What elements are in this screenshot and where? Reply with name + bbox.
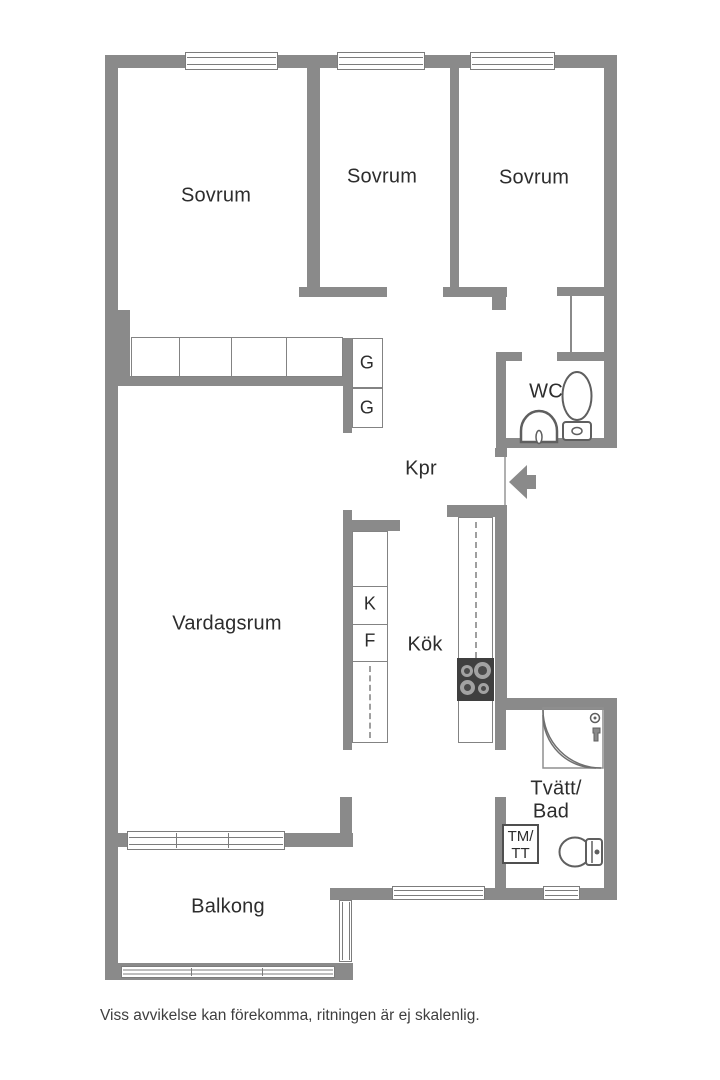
wall-kitchen-stub-left bbox=[343, 520, 400, 531]
window-bathroom bbox=[543, 886, 580, 900]
kitchen-counter-right bbox=[458, 517, 493, 743]
entrance-arrow-icon bbox=[509, 465, 536, 499]
room-label-kitchen: Kök bbox=[407, 633, 443, 656]
room-label-balcony: Balkong bbox=[191, 895, 265, 918]
counter-divider bbox=[353, 586, 387, 587]
wall-entry-lower bbox=[495, 505, 507, 698]
wall-doorjamb bbox=[492, 297, 506, 310]
closet-front-line bbox=[570, 295, 572, 353]
window-glazing bbox=[187, 57, 276, 65]
wardrobe-divider bbox=[179, 338, 180, 376]
wall-right-lower bbox=[604, 698, 617, 900]
wall-closet-top bbox=[557, 287, 605, 296]
wall-bedroom2-3-divider bbox=[450, 68, 459, 287]
sink-icon bbox=[519, 409, 559, 445]
window-glazing bbox=[545, 890, 578, 896]
window-mullion bbox=[176, 833, 177, 848]
wall-left-pier bbox=[105, 310, 130, 386]
room-label-laundry-line1: Tvätt/ bbox=[530, 777, 582, 800]
window-bedroom1 bbox=[185, 52, 278, 70]
label-freezer: F bbox=[364, 630, 376, 651]
wall-bedroom1-2-divider bbox=[307, 68, 320, 295]
disclaimer-text: Viss avvikelse kan förekomma, ritningen … bbox=[100, 1007, 480, 1024]
room-label-bedroom3: Sovrum bbox=[498, 166, 570, 189]
counter-divider bbox=[353, 624, 387, 625]
toilet-icon bbox=[561, 371, 593, 441]
wall-wc-top-left bbox=[496, 352, 522, 361]
window-bedroom3 bbox=[470, 52, 555, 70]
wall-kitchen-left bbox=[343, 510, 352, 750]
washer-label-line2: TT bbox=[511, 845, 530, 862]
wardrobe-g-bottom bbox=[352, 388, 383, 428]
wall-entry-upper bbox=[495, 448, 507, 457]
wall-right-upper bbox=[604, 55, 617, 448]
washer-label-line1: TM/ bbox=[507, 828, 534, 845]
wall-bath-top bbox=[495, 698, 617, 710]
wall-bath-left-upper bbox=[495, 710, 506, 750]
counter-dashed-line bbox=[475, 522, 477, 658]
wall-bath-left-lower bbox=[495, 797, 506, 888]
burner-icon bbox=[461, 665, 473, 677]
stove-icon bbox=[457, 658, 494, 701]
wall-bedroom1-bottom bbox=[107, 376, 345, 386]
room-label-laundry-line2: Bad bbox=[532, 800, 570, 823]
window-glazing bbox=[472, 57, 553, 65]
window-glazing bbox=[341, 902, 350, 960]
room-label-living-room: Vardagsrum bbox=[172, 612, 282, 635]
window-glazing bbox=[339, 57, 423, 65]
burner-icon bbox=[474, 662, 491, 679]
wardrobe-g-top bbox=[352, 338, 383, 388]
entry-door-line bbox=[504, 457, 506, 505]
wall-wardrobe bbox=[343, 338, 352, 433]
room-label-hallway: Kpr bbox=[405, 457, 437, 480]
wall-kitchen-stub-right bbox=[447, 505, 507, 517]
label-wardrobe-g2: G bbox=[359, 397, 375, 418]
wall-bedroom3-bottom bbox=[443, 287, 507, 297]
counter-divider bbox=[353, 661, 387, 662]
wardrobe-row bbox=[131, 337, 343, 377]
window-glazing bbox=[129, 836, 283, 845]
window-balcony-side bbox=[339, 900, 352, 962]
label-fridge: K bbox=[363, 593, 377, 614]
window-bedroom2 bbox=[337, 52, 425, 70]
wall-left bbox=[105, 55, 118, 980]
window-mullion bbox=[228, 833, 229, 848]
counter-dashed-line bbox=[369, 666, 371, 738]
wall-wc-top-right bbox=[557, 352, 605, 361]
window-balcony-door bbox=[127, 831, 285, 850]
room-label-bedroom1: Sovrum bbox=[180, 184, 252, 207]
window-mullion bbox=[191, 968, 192, 976]
room-label-wc: WC bbox=[529, 380, 563, 403]
wardrobe-divider bbox=[286, 338, 287, 376]
window-glazing bbox=[123, 969, 333, 975]
window-glazing bbox=[394, 890, 483, 896]
kitchen-counter-left bbox=[352, 531, 388, 743]
label-wardrobe-g1: G bbox=[359, 352, 375, 373]
wardrobe-divider bbox=[231, 338, 232, 376]
burner-icon bbox=[460, 680, 475, 695]
room-label-bedroom2: Sovrum bbox=[346, 165, 418, 188]
washer-dryer-box: TM/ TT bbox=[502, 824, 539, 864]
balcony-railing bbox=[121, 966, 335, 978]
wall-kitchen-living-divider bbox=[340, 797, 352, 847]
wall-wc-left bbox=[496, 352, 506, 438]
toilet-icon bbox=[558, 836, 603, 868]
shower-icon bbox=[542, 707, 604, 769]
window-kitchen bbox=[392, 886, 485, 900]
burner-icon bbox=[478, 683, 489, 694]
wall-bedroom2-bottom bbox=[299, 287, 387, 297]
window-mullion bbox=[262, 968, 263, 976]
